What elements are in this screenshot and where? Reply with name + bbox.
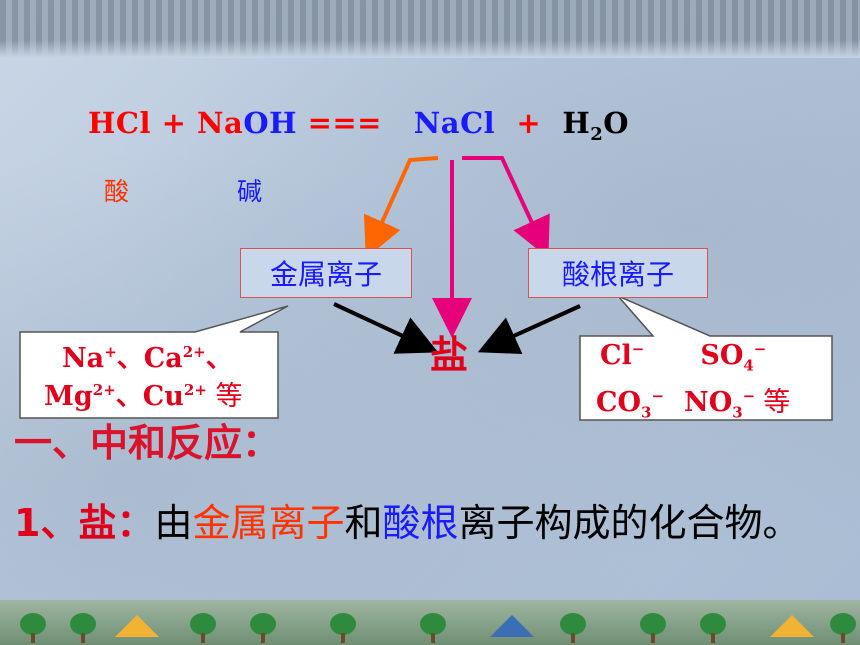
neutralization-equation: HCl + NaOH === NaCl + H2O — [88, 106, 629, 145]
metal-ion-box: 金属离子 — [240, 248, 412, 298]
metal-ion-examples-line2: Mg2+、Cu2+ 等 — [44, 374, 243, 413]
ion-charge: − — [651, 387, 665, 405]
ion-charge: − — [631, 340, 645, 358]
metal-ion-examples-line1: Na+、Ca2+、 — [62, 336, 233, 375]
equation-plus: + — [151, 106, 197, 140]
ion-text: 、Ca — [116, 343, 183, 374]
definition-text: 离子构成的化合物。 — [458, 501, 801, 545]
separator: 、 — [205, 343, 233, 374]
sodium-symbol: Na — [197, 106, 244, 140]
ion-text: Mg — [44, 381, 93, 412]
water-o: O — [603, 106, 630, 140]
ion-subscript: 3 — [732, 403, 743, 422]
etc-text: 等 — [206, 381, 243, 412]
nacl-formula: NaCl — [413, 106, 496, 140]
hcl-formula: HCl — [88, 106, 151, 140]
tree-icon — [640, 613, 666, 643]
water-subscript: 2 — [590, 123, 604, 145]
tree-icon — [70, 613, 96, 643]
ion-charge: + — [104, 343, 117, 361]
tree-icon — [420, 613, 446, 643]
equation-arrow: === — [296, 106, 414, 140]
tree-icon — [560, 613, 586, 643]
tree-icon — [330, 613, 356, 643]
tree-icon — [250, 613, 276, 643]
definition-text: 由 — [154, 501, 193, 545]
ion-charge: 2+ — [183, 381, 207, 399]
ion-charge: − — [753, 340, 767, 358]
ion-text: Na — [62, 343, 105, 374]
tent-icon — [115, 615, 159, 637]
base-label: 碱 — [237, 177, 263, 206]
tent-icon — [490, 615, 534, 637]
definition-number: 1、盐： — [14, 501, 155, 545]
acid-label: 酸 — [104, 177, 130, 206]
acid-radical-examples-line2: CO3−NO3−等 — [596, 380, 790, 421]
tree-icon — [830, 613, 856, 643]
ion-charge: 2+ — [92, 381, 116, 399]
ion-subscript: 4 — [743, 356, 754, 375]
ion-text: 、Cu — [115, 381, 184, 412]
top-decorative-band — [0, 0, 860, 58]
salt-label: 盐 — [430, 333, 469, 377]
bottom-scenery-band — [0, 600, 860, 645]
nitrate-ion: NO — [684, 387, 733, 418]
ion-charge: − — [742, 387, 756, 405]
water-h: H — [562, 106, 591, 140]
carbonate-ion: CO — [596, 387, 642, 418]
acid-radical-ion-box: 酸根离子 — [528, 248, 708, 298]
acid-radical-examples-line1: Cl−SO4− — [600, 340, 766, 374]
tree-icon — [20, 613, 46, 643]
definition-acid-radical: 酸根 — [382, 501, 459, 545]
definition-text: 和 — [344, 501, 383, 545]
section-heading: 一、中和反应： — [14, 421, 281, 465]
equation-plus: + — [495, 106, 563, 140]
hydroxide-formula: OH — [243, 106, 297, 140]
tent-icon — [770, 615, 814, 637]
sulfate-ion: SO — [700, 340, 744, 371]
ion-charge: 2+ — [182, 343, 206, 361]
tree-icon — [190, 613, 216, 643]
etc-text: 等 — [763, 387, 791, 418]
salt-definition: 1、盐：由金属离子和酸根离子构成的化合物。 — [14, 495, 844, 551]
chloride-ion: Cl — [600, 340, 632, 371]
definition-metal-ion: 金属离子 — [192, 501, 345, 545]
ion-subscript: 3 — [641, 403, 652, 422]
tree-icon — [700, 613, 726, 643]
